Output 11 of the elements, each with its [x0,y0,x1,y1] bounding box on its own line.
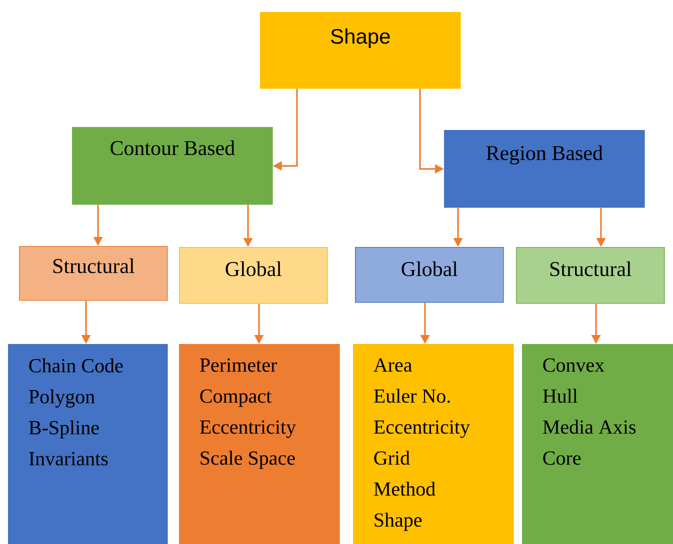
feature-list-box: Perimeter Compact Eccentricity Scale Space [179,344,340,544]
category-box: Contour Based [72,127,273,205]
category-box: Structural [516,247,665,304]
category-box: Structural [19,246,168,301]
feature-list-box: Convex Hull Media Axis Core [522,344,673,544]
feature-list-box: Area Euler No. Eccentricity Grid Method Shape [353,344,514,544]
category-box: Region Based [444,130,645,208]
category-box: Global [355,247,504,303]
category-box: Shape [260,12,461,89]
feature-list-box: Chain Code Polygon B-Spline Invariants [8,344,168,544]
category-box: Global [179,247,328,304]
